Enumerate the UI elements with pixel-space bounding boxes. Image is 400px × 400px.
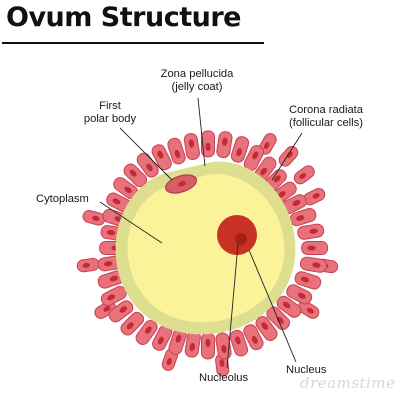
follicular-cell: [278, 146, 299, 167]
leader-lines: [99, 97, 303, 369]
follicular-cell: [201, 130, 215, 158]
title-underline: [2, 42, 264, 44]
follicular-cell: [230, 136, 250, 163]
follicular-cell: [301, 241, 329, 255]
follicular-cell: [135, 320, 158, 345]
follicular-cell: [303, 188, 326, 206]
follicular-cell: [243, 324, 264, 351]
follicular-cell: [216, 131, 233, 159]
cytoplasm: [127, 173, 285, 323]
follicular-cell: [294, 271, 322, 290]
nucleolus: [235, 233, 247, 245]
nucleolus-leader: [226, 243, 239, 369]
polar-body: [164, 174, 198, 194]
follicular-cell: [293, 165, 315, 185]
zona-leader: [197, 97, 206, 167]
nucleus-leader: [248, 249, 297, 363]
nucleus-label: Nucleus: [286, 364, 327, 376]
follicular-cell: [266, 306, 291, 331]
follicular-cell: [167, 137, 186, 165]
follicular-cell: [151, 144, 172, 171]
corona-radiata-label: Corona radiata(follicular cells): [288, 104, 363, 129]
cytoplasm-label: Cytoplasm: [36, 193, 89, 205]
follicular-cell: [276, 295, 302, 318]
follicular-cell: [184, 330, 201, 358]
follicular-cell: [201, 332, 215, 360]
page-title: Ovum Structure: [6, 2, 241, 33]
follicular-cell: [286, 284, 313, 305]
follicular-cell: [183, 133, 200, 160]
follicular-cell: [297, 300, 320, 319]
follicular-cell: [229, 329, 249, 357]
follicular-cell: [120, 311, 145, 336]
corona-leader: [271, 132, 303, 181]
follicular-cell: [108, 300, 134, 323]
follicular-cell: [300, 256, 327, 273]
follicular-cell: [215, 332, 232, 360]
watermark: dreamstime: [300, 374, 396, 392]
cytoplasm-leader: [99, 201, 163, 244]
polar-leader: [119, 127, 173, 181]
follicular-cell: [255, 316, 278, 341]
follicular-cell: [297, 223, 325, 240]
follicular-cell: [168, 328, 187, 355]
follicular-cell: [94, 300, 116, 319]
nucleolus-label: Nucleolus: [199, 372, 249, 384]
follicular-cell: [76, 257, 100, 273]
follicular-cell: [82, 210, 106, 226]
zona-pellucida-label: Zona pellucida(jelly coat): [160, 68, 234, 93]
